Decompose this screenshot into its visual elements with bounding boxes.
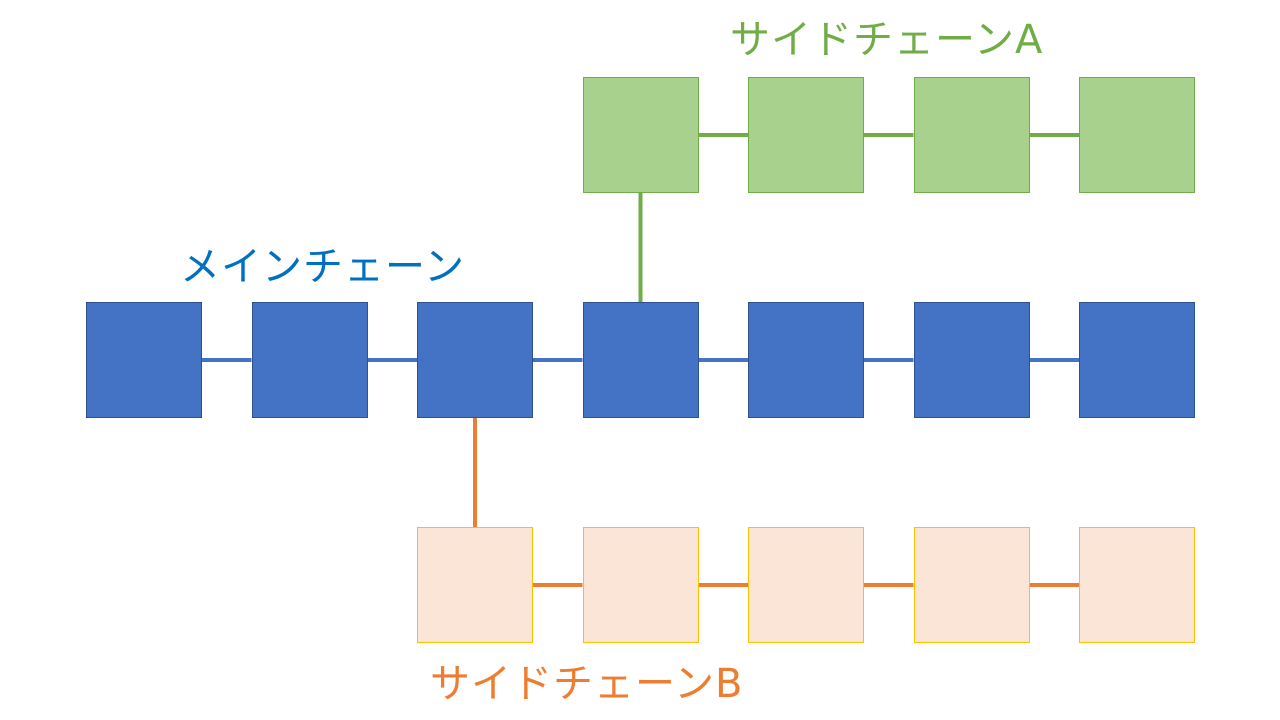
side-chain-a-block — [748, 77, 864, 193]
side-chain-b-block — [417, 527, 533, 643]
main-chain-block — [417, 302, 533, 418]
main-chain-block — [582, 302, 699, 418]
main-chain-block — [748, 302, 864, 418]
main-chain-block — [913, 302, 1030, 418]
side-chain-a-block — [1079, 77, 1195, 193]
side-chain-a-block — [582, 77, 699, 193]
side-chain-b-label: サイドチェーンB — [430, 661, 744, 707]
side-chain-b-block — [582, 527, 699, 643]
side-chain-b-block — [913, 527, 1030, 643]
side-chain-b-block — [1079, 527, 1195, 643]
side-chain-b-block — [748, 527, 864, 643]
main-chain-block — [1079, 302, 1195, 418]
main-chain-block — [251, 302, 368, 418]
main-chain-block — [86, 302, 202, 418]
side-chain-a-label: サイドチェーンA — [730, 17, 1044, 63]
side-chain-a-block — [913, 77, 1030, 193]
main-chain-label: メインチェーン — [180, 244, 465, 290]
